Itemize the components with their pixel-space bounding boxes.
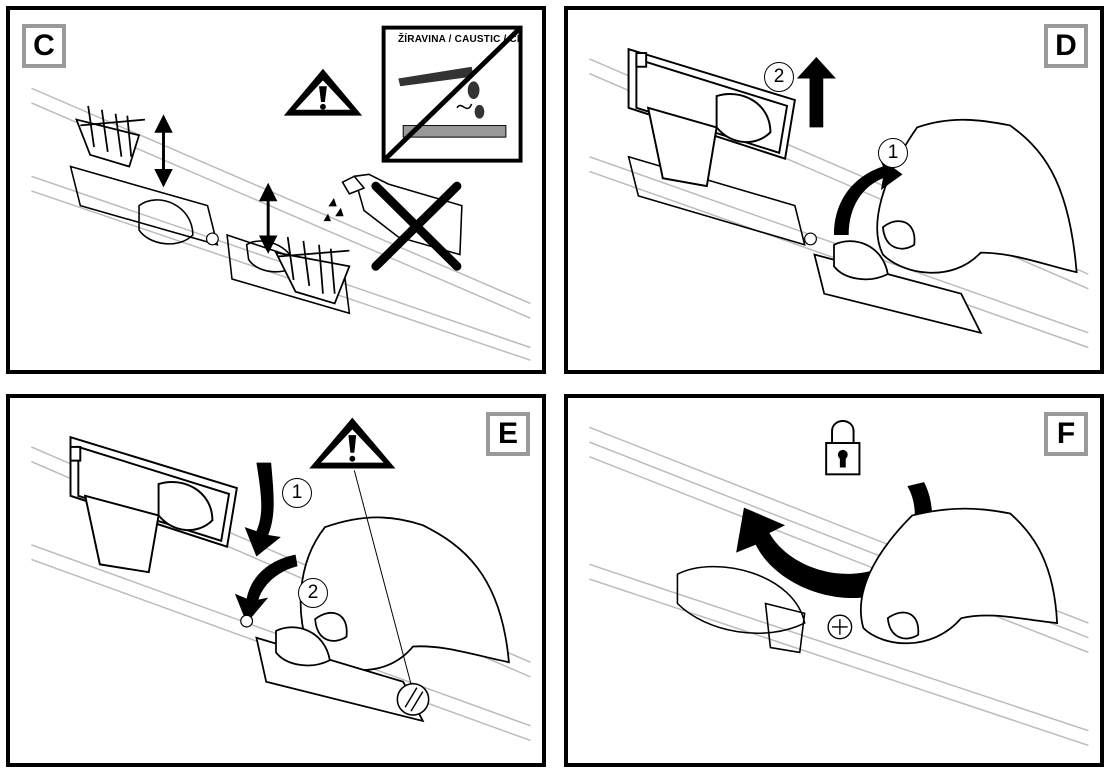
arrow-up-icon xyxy=(796,56,836,128)
hand xyxy=(813,118,1078,335)
panel-e: E 1 2 xyxy=(6,394,546,767)
hand xyxy=(255,516,510,723)
warning-triangle-icon xyxy=(309,417,396,469)
panel-d-illustration xyxy=(589,47,1089,349)
hand xyxy=(859,507,1059,645)
panel-f-illustration xyxy=(589,420,1089,747)
filter-basket-right xyxy=(274,236,351,305)
panel-e-illustration xyxy=(31,417,531,742)
step-2-marker: 2 xyxy=(764,62,794,92)
panel-letter: F xyxy=(1044,412,1088,456)
warning-triangle-icon xyxy=(283,68,363,116)
panel-c: C ŽÍRAVINA / CAUSTIC / CI xyxy=(6,6,546,374)
filter-cup xyxy=(69,435,238,574)
panel-f: F xyxy=(564,394,1104,767)
padlock-icon xyxy=(825,420,861,476)
panel-letter: D xyxy=(1044,24,1088,68)
double-arrow-icon xyxy=(154,114,278,254)
filter-cup xyxy=(627,47,796,188)
panel-d: D 2 1 xyxy=(564,6,1104,374)
step-2-marker: 2 xyxy=(298,578,328,608)
detergent-bottle xyxy=(323,173,463,256)
prohibited-cross-icon xyxy=(371,181,462,271)
filter-basket-left xyxy=(74,105,145,168)
panel-letter: E xyxy=(486,412,530,456)
curved-arrow-icon xyxy=(834,156,903,235)
panel-c-illustration xyxy=(31,25,531,361)
step-1-marker: 1 xyxy=(878,138,908,168)
panel-letter: C xyxy=(22,24,66,68)
caustic-warning-label: ŽÍRAVINA / CAUSTIC / CI xyxy=(398,34,520,45)
step-1-marker: 1 xyxy=(282,478,312,508)
no-caustic-icon xyxy=(381,25,523,163)
arrow-down-icon xyxy=(244,462,281,557)
curved-arrow-icon xyxy=(234,554,298,624)
